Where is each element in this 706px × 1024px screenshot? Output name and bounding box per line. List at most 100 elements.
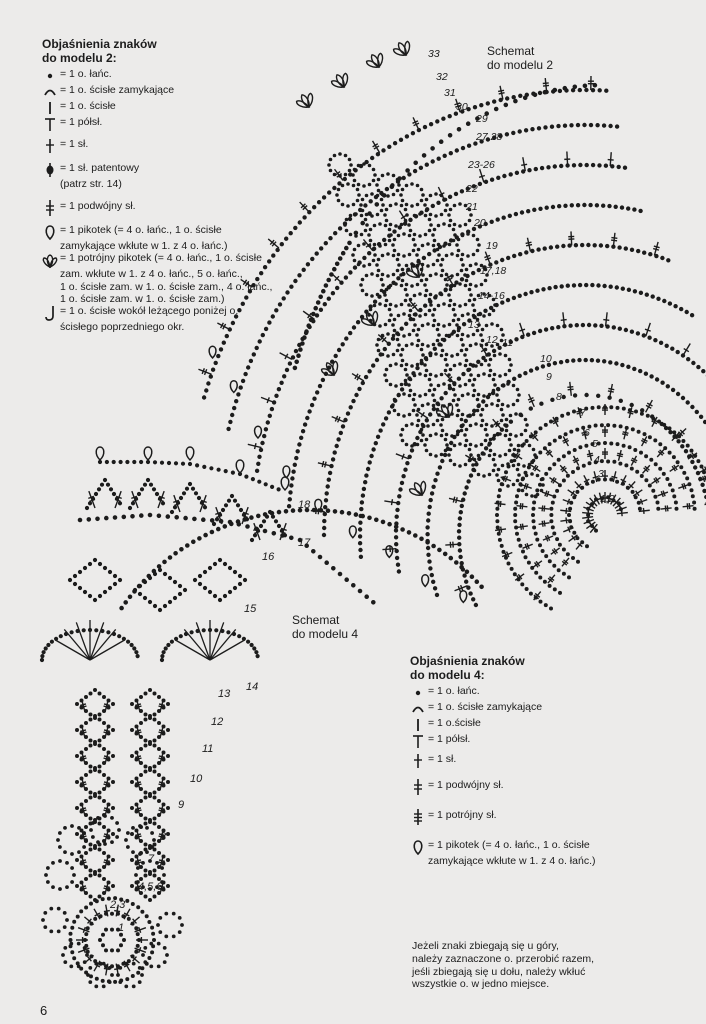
stitch-symbol (134, 752, 142, 765)
chain-stitch-dot (452, 462, 457, 467)
legend-item: = 1 o. łańc. (410, 685, 690, 701)
legend-item-text: 1 o. ścisłe zam. w 1. o. ścisłe zam.) (60, 293, 225, 306)
chain-stitch-dot (131, 850, 135, 854)
chain-stitch-dot (479, 362, 484, 367)
chain-stitch-dot (84, 799, 88, 803)
chain-stitch-dot (130, 754, 134, 758)
stitch-symbol (103, 700, 111, 713)
chain-stitch-dot (553, 284, 558, 290)
chain-stitch-dot (448, 458, 453, 463)
fan-stitch (195, 622, 211, 661)
chain-stitch-dot (404, 282, 409, 287)
chain-stitch-dot (415, 413, 419, 417)
chain-stitch-dot (309, 402, 315, 408)
chain-stitch-dot (477, 224, 483, 229)
chain-stitch-dot (164, 911, 169, 916)
chain-stitch-dot (132, 587, 138, 593)
chain-stitch-dot (262, 528, 268, 534)
fan-stitch (55, 639, 91, 661)
chain-stitch-dot (506, 255, 511, 261)
chain-stitch-dot (495, 393, 499, 397)
chain-stitch-dot (102, 877, 106, 881)
chain-stitch-dot (471, 303, 475, 307)
chain-stitch-dot (530, 248, 535, 254)
chain-stitch-dot (471, 393, 476, 398)
stitch-symbol (448, 496, 463, 504)
chain-stitch-dot (221, 340, 227, 345)
chain-stitch-dot (472, 377, 477, 382)
chain-stitch-dot (110, 927, 114, 932)
chain-stitch-dot (226, 498, 232, 503)
chain-stitch-dot (653, 338, 658, 343)
chain-stitch-dot (487, 472, 492, 477)
chain-stitch-dot (436, 156, 441, 161)
chain-stitch-dot (100, 978, 105, 983)
stitch-symbol (494, 500, 506, 508)
chain-stitch-dot (592, 82, 598, 88)
chain-stitch-dot (492, 135, 497, 140)
chain-stitch-dot (619, 205, 625, 210)
chain-stitch-dot (235, 503, 241, 508)
chain-stitch-dot (346, 182, 350, 186)
chain-stitch-dot (115, 821, 119, 825)
stitch-symbol (630, 455, 638, 466)
chain-stitch-dot (428, 372, 433, 377)
stitch-symbol (544, 448, 554, 458)
chain-stitch-dot (524, 473, 529, 478)
chain-stitch-dot (463, 418, 468, 424)
chain-stitch-dot (326, 277, 332, 283)
chain-stitch-dot (357, 527, 363, 532)
chain-stitch-dot (393, 524, 399, 530)
chain-stitch-dot (632, 289, 638, 294)
chain-stitch-dot (275, 247, 280, 253)
chain-stitch-dot (430, 203, 435, 209)
chain-stitch-dot (387, 227, 392, 232)
chain-stitch-dot (503, 372, 508, 377)
chain-stitch-dot (452, 443, 457, 448)
chain-stitch-dot (514, 412, 518, 416)
chain-stitch-dot (445, 363, 449, 367)
chain-stitch-dot (542, 246, 547, 251)
chain-stitch-dot (555, 244, 560, 249)
chain-stitch-dot (88, 764, 93, 769)
chain-stitch-dot (658, 442, 663, 447)
chain-stitch-dot (97, 764, 102, 769)
chain-stitch-dot (442, 153, 447, 159)
chain-stitch-dot (216, 526, 221, 532)
chain-stitch-dot (567, 575, 571, 580)
legend-item: 1 o. ścisłe zam. w 1. o. ścisłe zam., 4 … (42, 281, 302, 293)
chain-stitch-dot (487, 453, 492, 458)
chain-stitch-dot (419, 358, 424, 363)
chain-stitch-dot (137, 591, 143, 597)
chain-stitch-dot (474, 444, 478, 448)
chain-stitch-dot (139, 877, 143, 881)
chain-stitch-dot (455, 323, 459, 327)
chain-stitch-dot (455, 253, 460, 258)
chain-stitch-dot (138, 852, 142, 856)
chain-stitch-dot (440, 428, 445, 433)
chain-stitch-dot (111, 491, 117, 497)
chain-stitch-dot (651, 488, 656, 493)
chain-stitch-dot (413, 160, 419, 166)
chain-stitch-dot (89, 974, 93, 979)
chain-stitch-dot (643, 371, 649, 376)
chain-stitch-dot (403, 287, 408, 292)
chain-stitch-dot (143, 764, 148, 769)
chain-stitch-dot (217, 557, 223, 563)
legend-items: = 1 o. łańc.= 1 o. ścisłe zamykające= 1 … (42, 68, 302, 334)
chain-stitch-dot (152, 738, 157, 743)
chain-stitch-dot (588, 202, 593, 208)
round-number-label: 14 (246, 681, 258, 693)
chain-stitch-dot (337, 181, 342, 186)
chain-stitch-dot (492, 433, 497, 438)
stitch-symbol (134, 856, 142, 869)
chain-stitch-dot (435, 418, 440, 423)
round-number-label: 8 (160, 831, 167, 843)
chain-stitch-dot (448, 287, 453, 292)
chain-stitch-dot (364, 292, 369, 297)
chain-stitch-dot (380, 253, 385, 258)
chain-stitch-dot (169, 639, 174, 644)
chain-stitch-dot (347, 168, 352, 173)
stitch-symbol (500, 475, 512, 483)
chain-stitch-dot (475, 328, 480, 333)
